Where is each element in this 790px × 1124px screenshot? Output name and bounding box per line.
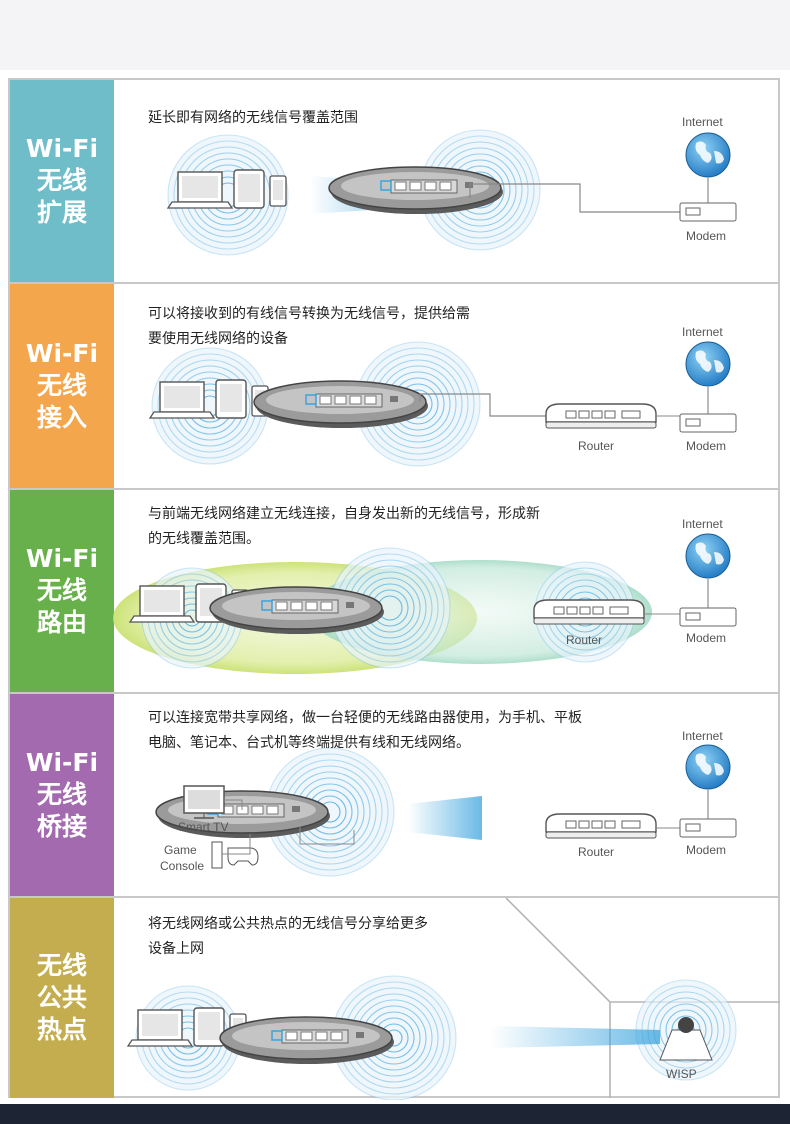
desc-line: 要使用无线网络的设备 (148, 331, 288, 347)
inset-border (505, 898, 611, 1098)
label-line: 公共 (36, 983, 87, 1012)
desc-line: 与前端无线网络建立无线连接，自身发出新的无线信号，形成新 (148, 506, 540, 522)
section-description: 延长即有网络的无线信号覆盖范围 (148, 106, 668, 131)
label-line: 无线 (36, 780, 87, 809)
section-wifi-access: Wi-Fi 无线 接入 可以将接收到的有线信号转换为无线信号，提供给需 要使用无… (10, 282, 780, 488)
top-banner (0, 0, 790, 70)
section-label: Wi-Fi 无线 桥接 (10, 694, 114, 896)
router-label: Router (578, 845, 614, 859)
console-icon (211, 841, 223, 869)
section-label: 无线 公共 热点 (10, 898, 114, 1098)
access-point-icon (328, 166, 503, 214)
desc-line: 的无线覆盖范围。 (148, 531, 260, 547)
label-line: 扩展 (36, 198, 87, 227)
tablet-icon (193, 1007, 225, 1047)
globe-icon (685, 533, 731, 579)
modem-label: Modem (686, 843, 726, 857)
modem-label: Modem (686, 229, 726, 243)
section-description: 可以连接宽带共享网络，做一台轻便的无线路由器使用，为手机、平板 电脑、笔记本、台… (148, 706, 668, 756)
internet-label: Internet (682, 115, 723, 129)
access-point-icon (219, 1016, 394, 1064)
label-line: 桥接 (36, 812, 87, 841)
router-label: Router (578, 439, 614, 453)
gamepad-icon (227, 847, 259, 866)
section-wifi-hotspot: 无线 公共 热点 将无线网络或公共热点的无线信号分享给更多 设备上网 WISP (10, 896, 780, 1100)
desc-line: 设备上网 (148, 941, 204, 957)
router-label: Router (566, 633, 602, 647)
bottom-bar (0, 1104, 790, 1124)
laptop-icon (128, 585, 196, 623)
globe-icon (685, 744, 731, 790)
smart-tv-label: Smart TV (178, 820, 228, 834)
label-line: Wi-Fi (25, 544, 99, 573)
desc-line: 延长即有网络的无线信号覆盖范围 (148, 110, 358, 126)
section-diagram: Smart TV Game Console Internet Modem Rou… (155, 729, 737, 877)
signal-beam (408, 796, 482, 840)
modem-icon (679, 413, 737, 433)
label-line: 接入 (36, 403, 87, 432)
globe-icon (685, 132, 731, 178)
tablet-icon (215, 379, 247, 419)
label-line: 无线 (36, 371, 87, 400)
client-devices (166, 169, 287, 209)
internet-label: Internet (682, 729, 723, 743)
desc-line: 电脑、笔记本、台式机等终端提供有线和无线网络。 (148, 735, 470, 751)
cable (419, 393, 548, 417)
section-wifi-extend: Wi-Fi 无线 扩展 延长即有网络的无线信号覆盖范围 Internet Mod… (10, 80, 780, 282)
modem-label: Modem (686, 631, 726, 645)
phone-icon (269, 175, 287, 207)
wisp-label: WISP (666, 1067, 697, 1081)
router-icon (533, 599, 645, 625)
console-label: Console (160, 859, 204, 873)
tower-top (678, 1017, 694, 1033)
desc-line: 可以连接宽带共享网络，做一台轻便的无线路由器使用，为手机、平板 (148, 710, 582, 726)
section-description: 可以将接收到的有线信号转换为无线信号，提供给需 要使用无线网络的设备 (148, 302, 668, 352)
laptop-icon (166, 171, 234, 209)
section-label: Wi-Fi 无线 接入 (10, 284, 114, 488)
modem-icon (679, 202, 737, 222)
section-label: Wi-Fi 无线 路由 (10, 490, 114, 692)
label-line: 无线 (36, 166, 87, 195)
laptop-icon (126, 1009, 194, 1047)
modem-icon (679, 818, 737, 838)
cable (469, 183, 680, 213)
desc-line: 将无线网络或公共热点的无线信号分享给更多 (148, 916, 428, 932)
signal-beam (490, 1026, 660, 1048)
globe-icon (685, 341, 731, 387)
label-line: Wi-Fi (25, 748, 99, 777)
section-diagram: WISP (126, 898, 780, 1100)
access-point-icon (209, 586, 384, 634)
label-line: 无线 (36, 951, 87, 980)
modem-icon (679, 607, 737, 627)
section-diagram: Internet Modem (166, 115, 737, 256)
label-line: 热点 (36, 1015, 87, 1044)
section-label: Wi-Fi 无线 扩展 (10, 80, 114, 282)
signal-rings (331, 975, 457, 1100)
section-description: 将无线网络或公共热点的无线信号分享给更多 设备上网 (148, 912, 668, 962)
section-diagram: Internet Modem Router (148, 325, 737, 467)
client-devices (148, 379, 269, 419)
access-point-icon (253, 380, 428, 428)
label-line: Wi-Fi (25, 339, 99, 368)
router-icon (545, 403, 657, 429)
label-line: 无线 (36, 576, 87, 605)
router-icon (545, 813, 657, 839)
internet-label: Internet (682, 517, 723, 531)
internet-label: Internet (682, 325, 723, 339)
modem-label: Modem (686, 439, 726, 453)
label-line: 路由 (36, 608, 87, 637)
game-label: Game (164, 843, 197, 857)
section-wifi-route: Wi-Fi 无线 路由 与前端无线网络建立无线连接，自身发出新的无线信号，形成新… (10, 488, 780, 692)
desc-line: 可以将接收到的有线信号转换为无线信号，提供给需 (148, 306, 470, 322)
signal-rings (167, 134, 289, 256)
section-diagram: Internet Modem Router (113, 517, 737, 674)
tablet-icon (233, 169, 265, 209)
label-line: Wi-Fi (25, 134, 99, 163)
section-description: 与前端无线网络建立无线连接，自身发出新的无线信号，形成新 的无线覆盖范围。 (148, 502, 668, 552)
section-wifi-bridge: Wi-Fi 无线 桥接 可以连接宽带共享网络，做一台轻便的无线路由器使用，为手机… (10, 692, 780, 896)
laptop-icon (148, 381, 216, 419)
